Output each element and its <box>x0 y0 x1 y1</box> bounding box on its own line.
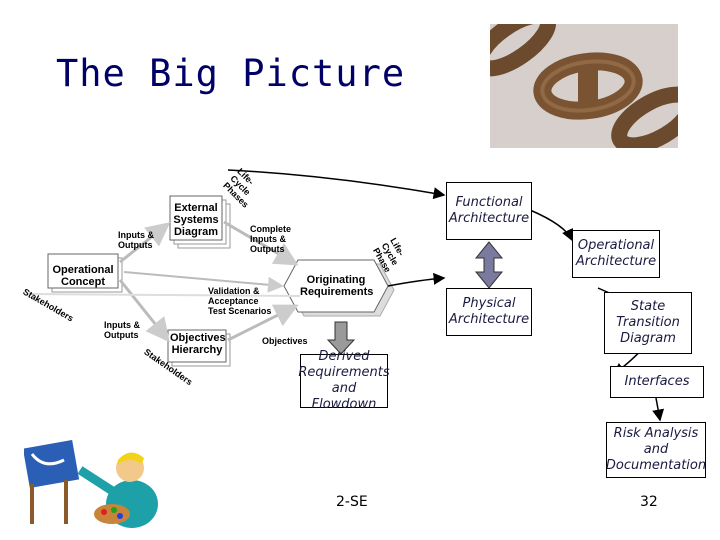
operational-architecture-box: Operational Architecture <box>572 230 660 278</box>
state-transition-box: State Transition Diagram <box>604 292 692 354</box>
footer-label: 2-SE <box>336 494 368 510</box>
external-systems-label: External Systems Diagram <box>173 202 219 238</box>
physical-architecture-box: Physical Architecture <box>446 288 532 336</box>
objectives-hierarchy-label: Objectives Hierarchy <box>170 332 226 356</box>
originating-requirements-label: Originating Requirements <box>300 274 374 298</box>
inputs-outputs-bottom-label: Inputs & Outputs <box>104 320 140 340</box>
operational-concept-label: Operational Concept <box>52 264 114 288</box>
validation-acceptance-label: Validation & Acceptance Test Scenarios <box>208 286 272 316</box>
slide-title: The Big Picture <box>56 52 406 95</box>
double-arrow-icon <box>474 241 504 289</box>
artist-icon <box>22 439 164 528</box>
down-arrow-icon <box>326 321 356 355</box>
inputs-outputs-top-label: Inputs & Outputs <box>118 230 154 250</box>
derived-requirements-box: Derived Requirements and Flowdown <box>298 349 390 412</box>
interfaces-box: Interfaces <box>610 366 704 398</box>
risk-analysis-box: Risk Analysis and Documentation <box>606 422 706 478</box>
functional-architecture-box: Functional Architecture <box>446 182 532 240</box>
chain-icon <box>490 24 678 148</box>
page-number: 32 <box>640 494 658 510</box>
objectives-label: Objectives <box>262 336 308 346</box>
complete-inputs-outputs-label: Complete Inputs & Outputs <box>250 224 292 254</box>
